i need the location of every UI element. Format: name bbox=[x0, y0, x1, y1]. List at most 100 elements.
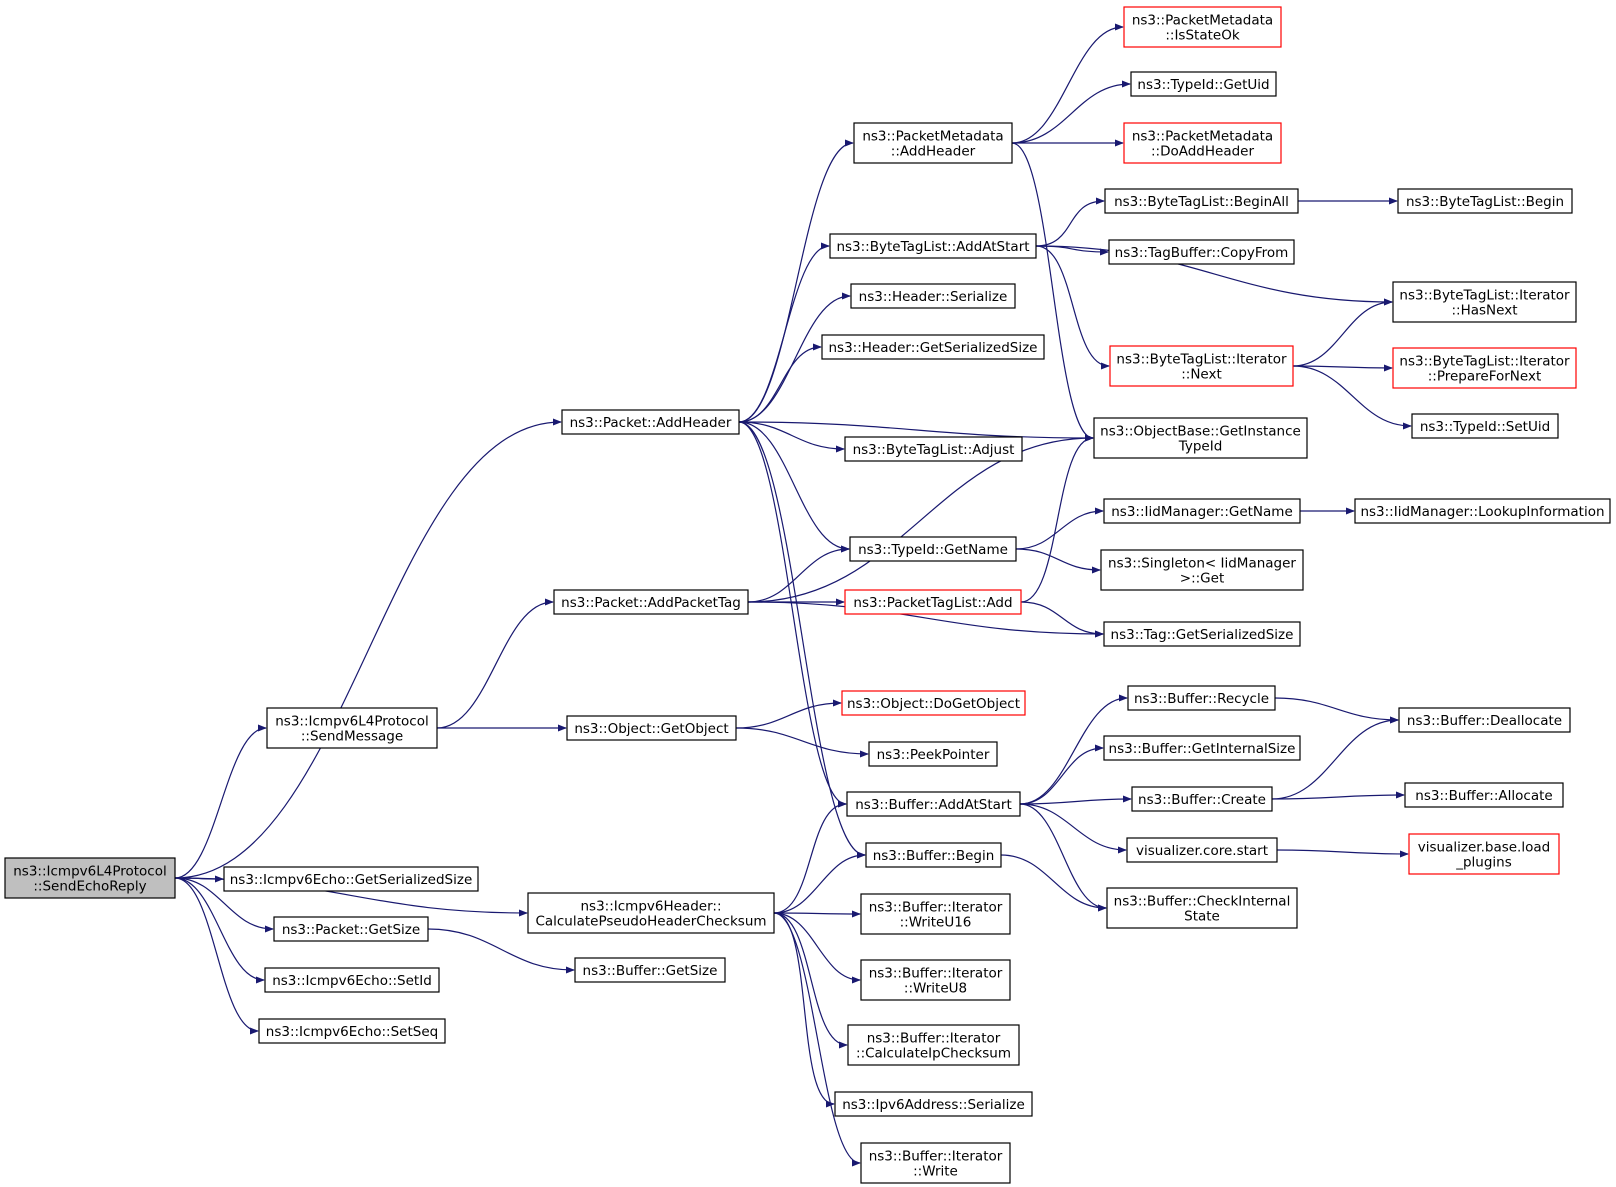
node-type-id-get-uid[interactable]: ns3::TypeId::GetUid bbox=[1130, 71, 1277, 97]
node-ipv6-serialize[interactable]: ns3::Ipv6Address::Serialize bbox=[834, 1091, 1033, 1117]
node-type-id-set-uid[interactable]: ns3::TypeId::SetUid bbox=[1411, 413, 1559, 439]
node-pkt-add-packet-tag[interactable]: ns3::Packet::AddPacketTag bbox=[553, 589, 749, 615]
node-label: TypeId bbox=[1178, 439, 1223, 455]
edge-pm-add-header-to-obj-base-get-inst bbox=[1011, 142, 1094, 442]
node-viz-core-start[interactable]: visualizer.core.start bbox=[1126, 837, 1278, 863]
node-box bbox=[846, 791, 1021, 817]
node-label: ns3::Tag::GetSerializedSize bbox=[1111, 627, 1294, 643]
node-label: ns3::TypeId::GetUid bbox=[1137, 77, 1269, 93]
node-peek-pointer[interactable]: ns3::PeekPointer bbox=[868, 741, 998, 767]
edge-pkt-add-header-to-type-id-get-name bbox=[738, 421, 850, 553]
node-buf-create[interactable]: ns3::Buffer::Create bbox=[1131, 786, 1273, 812]
node-btl-iter-has-next[interactable]: ns3::ByteTagList::Iterator::HasNext bbox=[1392, 281, 1577, 323]
node-buf-recycle[interactable]: ns3::Buffer::Recycle bbox=[1127, 685, 1276, 711]
node-label: ns3::Icmpv6Echo::SetSeq bbox=[266, 1024, 438, 1040]
node-iid-get-name[interactable]: ns3::IidManager::GetName bbox=[1103, 498, 1301, 524]
node-pm-add-header[interactable]: ns3::PacketMetadata::AddHeader bbox=[853, 122, 1013, 164]
edge-btl-iter-next-to-type-id-set-uid bbox=[1292, 365, 1412, 430]
edge-root-to-echo-get-ser-size bbox=[174, 875, 224, 883]
node-buf-begin[interactable]: ns3::Buffer::Begin bbox=[865, 842, 1002, 868]
edge-pkt-add-packet-tag-to-tag-get-ser-size bbox=[747, 601, 1104, 638]
node-tag-get-ser-size[interactable]: ns3::Tag::GetSerializedSize bbox=[1103, 621, 1301, 647]
node-label: ns3::Packet::AddPacketTag bbox=[561, 595, 741, 611]
node-label: ::WriteU8 bbox=[904, 981, 967, 997]
node-hdr-get-ser-size[interactable]: ns3::Header::GetSerializedSize bbox=[821, 334, 1045, 360]
edge-obj-get-object-to-peek-pointer bbox=[735, 727, 869, 758]
edge-type-id-get-name-to-iid-get-name bbox=[1015, 507, 1104, 550]
node-tag-buf-copy-from[interactable]: ns3::TagBuffer::CopyFrom bbox=[1108, 239, 1295, 265]
node-singleton-get[interactable]: ns3::Singleton< IidManager>::Get bbox=[1100, 549, 1304, 591]
node-buf-add-at-start[interactable]: ns3::Buffer::AddAtStart bbox=[846, 791, 1021, 817]
node-label: ::CalculateIpChecksum bbox=[856, 1046, 1011, 1062]
node-btl-iter-next[interactable]: ns3::ByteTagList::Iterator::Next bbox=[1109, 345, 1294, 387]
node-label: ns3::IidManager::GetName bbox=[1111, 504, 1293, 520]
node-box bbox=[1127, 685, 1276, 711]
node-label: ::IsStateOk bbox=[1165, 28, 1239, 44]
edge-packet-get-size-to-buf-get-size bbox=[427, 928, 575, 974]
node-echo-set-seq[interactable]: ns3::Icmpv6Echo::SetSeq bbox=[258, 1018, 446, 1044]
node-btl-add-at-start[interactable]: ns3::ByteTagList::AddAtStart bbox=[829, 233, 1037, 259]
node-label: ns3::PacketMetadata bbox=[862, 129, 1003, 145]
node-pm-do-add-header[interactable]: ns3::PacketMetadata::DoAddHeader bbox=[1123, 122, 1282, 164]
node-btl-adjust[interactable]: ns3::ByteTagList::Adjust bbox=[844, 436, 1023, 462]
node-pkt-add-header[interactable]: ns3::Packet::AddHeader bbox=[561, 409, 740, 435]
node-label: ns3::ByteTagList::Iterator bbox=[1399, 354, 1570, 370]
node-buf-get-size[interactable]: ns3::Buffer::GetSize bbox=[574, 957, 726, 983]
node-label: ns3::TagBuffer::CopyFrom bbox=[1115, 245, 1289, 261]
edge-ptl-add-to-obj-base-get-inst bbox=[1020, 434, 1094, 603]
edge-buf-begin-to-buf-check-internal bbox=[1000, 854, 1107, 912]
node-send-message[interactable]: ns3::Icmpv6L4Protocol::SendMessage bbox=[266, 707, 438, 749]
node-box bbox=[1392, 347, 1577, 389]
node-packet-get-size[interactable]: ns3::Packet::GetSize bbox=[273, 916, 429, 942]
node-echo-get-ser-size[interactable]: ns3::Icmpv6Echo::GetSerializedSize bbox=[223, 866, 479, 892]
node-buf-iter-write-u16[interactable]: ns3::Buffer::Iterator::WriteU16 bbox=[860, 893, 1011, 935]
node-buf-get-internal-size[interactable]: ns3::Buffer::GetInternalSize bbox=[1103, 735, 1301, 761]
node-label: ::WriteU16 bbox=[900, 915, 972, 931]
node-label: ::PrepareForNext bbox=[1428, 369, 1542, 385]
node-label: ns3::ByteTagList::Iterator bbox=[1116, 352, 1287, 368]
node-box bbox=[1123, 6, 1282, 48]
node-btl-iter-prepare[interactable]: ns3::ByteTagList::Iterator::PrepareForNe… bbox=[1392, 347, 1577, 389]
node-obj-do-get-object[interactable]: ns3::Object::DoGetObject bbox=[841, 690, 1026, 716]
node-label: ns3::Icmpv6L4Protocol bbox=[275, 714, 429, 730]
node-buf-iter-write[interactable]: ns3::Buffer::Iterator::Write bbox=[860, 1142, 1011, 1184]
node-icmp-calc-pseudo[interactable]: ns3::Icmpv6Header::CalculatePseudoHeader… bbox=[527, 892, 775, 934]
node-box bbox=[266, 707, 438, 749]
node-iid-lookup[interactable]: ns3::IidManager::LookupInformation bbox=[1354, 498, 1611, 524]
node-box bbox=[1397, 188, 1573, 214]
edge-icmp-calc-pseudo-to-buf-iter-write bbox=[773, 912, 861, 1167]
node-hdr-serialize[interactable]: ns3::Header::Serialize bbox=[850, 283, 1016, 309]
node-buf-iter-calc-ip[interactable]: ns3::Buffer::Iterator::CalculateIpChecks… bbox=[847, 1024, 1020, 1066]
node-label: ns3::Buffer::CheckInternal bbox=[1114, 894, 1291, 910]
node-label: ns3::ByteTagList::Adjust bbox=[853, 442, 1015, 458]
node-btl-begin[interactable]: ns3::ByteTagList::Begin bbox=[1397, 188, 1573, 214]
node-box bbox=[1103, 621, 1301, 647]
node-root[interactable]: ns3::Icmpv6L4Protocol::SendEchoReply bbox=[4, 857, 176, 899]
node-box bbox=[847, 1024, 1020, 1066]
edge-root-to-send-message bbox=[174, 724, 267, 879]
edge-pkt-add-packet-tag-to-type-id-get-name bbox=[747, 545, 850, 603]
node-buf-allocate[interactable]: ns3::Buffer::Allocate bbox=[1404, 782, 1564, 808]
node-ptl-add[interactable]: ns3::PacketTagList::Add bbox=[844, 589, 1022, 615]
edge-pkt-add-header-to-pm-add-header bbox=[738, 139, 854, 423]
node-label: ns3::PacketMetadata bbox=[1132, 129, 1273, 145]
edge-btl-iter-next-to-btl-iter-prepare bbox=[1292, 364, 1393, 372]
node-viz-load-plugins[interactable]: visualizer.base.load_plugins bbox=[1408, 833, 1560, 875]
node-btl-begin-all[interactable]: ns3::ByteTagList::BeginAll bbox=[1104, 188, 1299, 214]
node-label: ns3::Buffer::AddAtStart bbox=[855, 797, 1012, 813]
node-box bbox=[844, 436, 1023, 462]
edge-layer bbox=[174, 23, 1412, 1167]
node-box bbox=[273, 916, 429, 942]
node-box bbox=[834, 1091, 1033, 1117]
node-obj-get-object[interactable]: ns3::Object::GetObject bbox=[566, 715, 737, 741]
node-echo-set-id[interactable]: ns3::Icmpv6Echo::SetId bbox=[264, 967, 440, 993]
edge-btl-add-at-start-to-btl-iter-next bbox=[1035, 245, 1110, 370]
node-buf-deallocate[interactable]: ns3::Buffer::Deallocate bbox=[1398, 707, 1571, 733]
node-buf-iter-write-u8[interactable]: ns3::Buffer::Iterator::WriteU8 bbox=[860, 959, 1011, 1001]
node-label: ns3::Buffer::Iterator bbox=[867, 1031, 1001, 1047]
node-box bbox=[1411, 413, 1559, 439]
node-pm-is-state-ok[interactable]: ns3::PacketMetadata::IsStateOk bbox=[1123, 6, 1282, 48]
node-type-id-get-name[interactable]: ns3::TypeId::GetName bbox=[849, 536, 1017, 562]
